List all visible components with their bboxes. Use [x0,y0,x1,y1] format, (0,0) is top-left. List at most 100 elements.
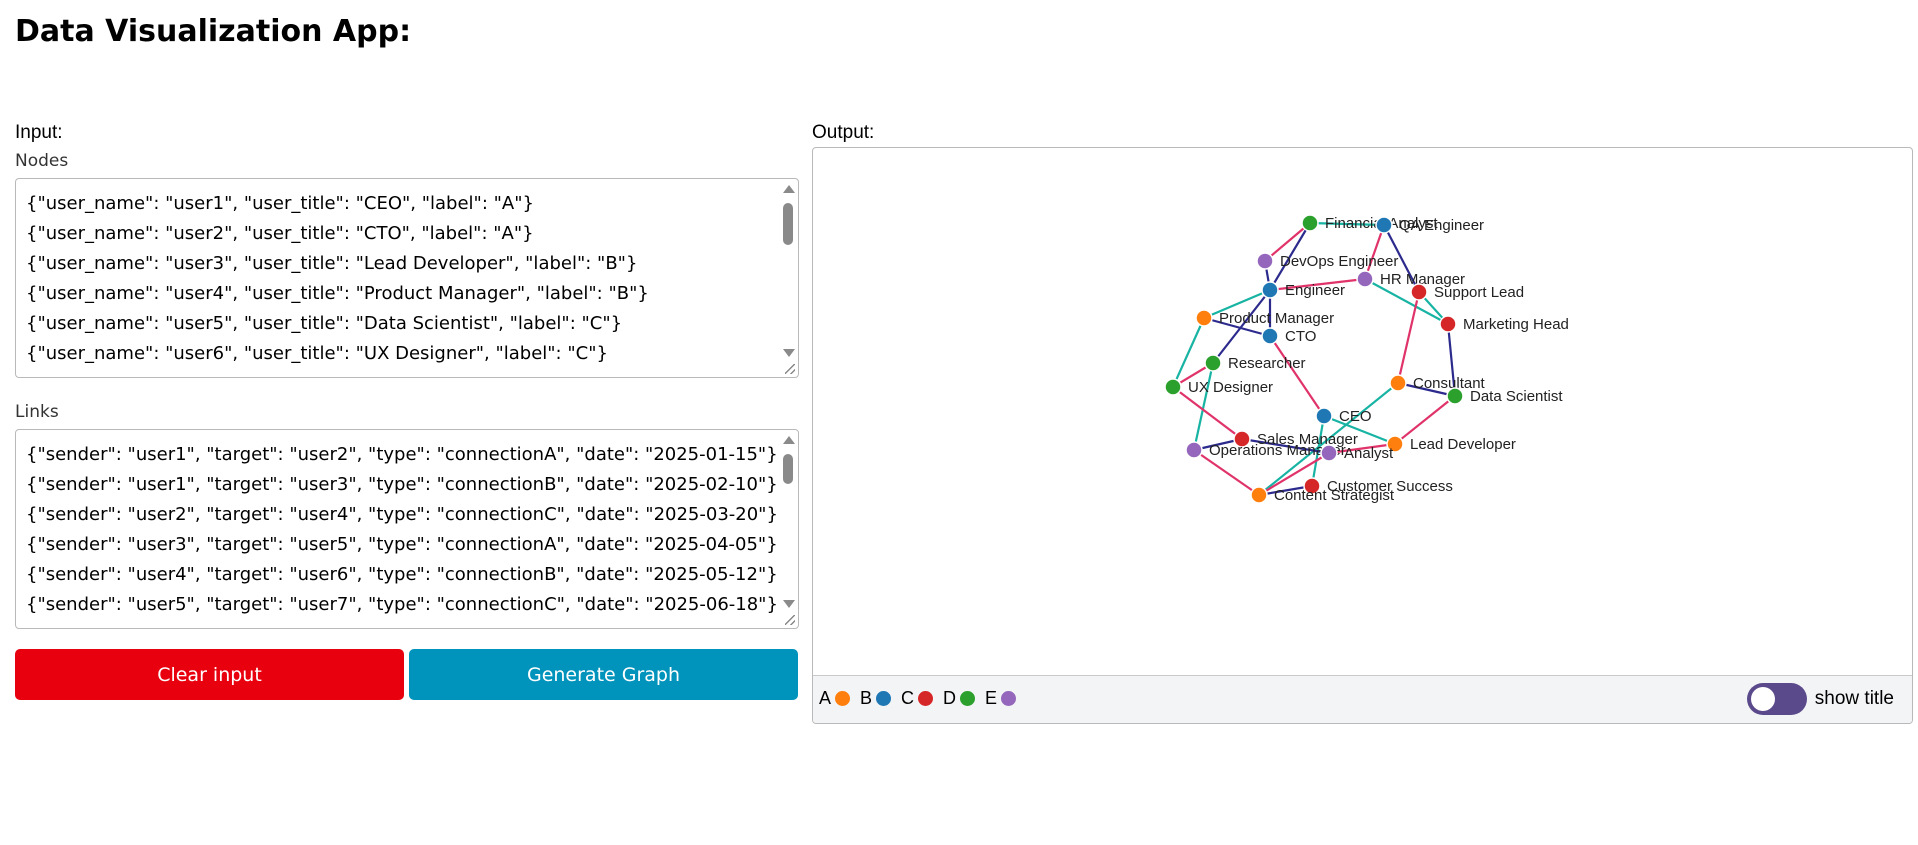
node-json-line: {"user_name": "user5", "user_title": "Da… [26,313,623,334]
graph-link [1172,386,1243,440]
graph-link [1446,323,1457,397]
links-textarea[interactable]: {"sender": "user1", "target": "user2", "… [15,429,799,629]
graph-node-circle[interactable] [1315,407,1333,425]
graph-node-label: Support Lead [1434,284,1524,301]
graph-node-circle[interactable] [1195,309,1213,327]
clear-input-button[interactable]: Clear input [15,649,404,700]
graph-node-label: Sales Manager [1257,431,1358,448]
graph-node-lead-developer[interactable]: Lead Developer [1386,435,1516,453]
show-title-toggle[interactable] [1746,683,1807,715]
nodes-textarea[interactable]: {"user_name": "user1", "user_title": "CE… [15,178,799,378]
nodes-textarea-content: {"user_name": "user1", "user_title": "CE… [26,189,774,369]
link-json-line: {"sender": "user3", "target": "user5", "… [26,534,778,555]
graph-node-circle[interactable] [1204,354,1222,372]
scroll-up-arrow-icon[interactable] [783,185,795,193]
graph-node-circle[interactable] [1261,281,1279,299]
legend-item-b: B [860,688,892,709]
graph-node-circle[interactable] [1301,214,1319,232]
node-json-line: {"user_name": "user4", "user_title": "Pr… [26,283,649,304]
graph-node-product-manager[interactable]: Product Manager [1195,309,1334,327]
graph-link [1258,382,1399,496]
graph-link [1323,414,1396,446]
graph-link [1309,221,1385,227]
scrollbar-thumb[interactable] [783,454,793,484]
graph-node-engineer[interactable]: Engineer [1261,281,1345,299]
graph-node-label: Data Scientist [1470,388,1563,405]
links-scrollbar[interactable] [780,432,796,626]
graph-node-circle[interactable] [1250,486,1268,504]
graph-node-circle[interactable] [1410,283,1428,301]
scroll-down-arrow-icon[interactable] [783,349,795,357]
graph-node-qa-engineer[interactable]: QA Engineer [1375,216,1484,234]
graph-node-circle[interactable] [1356,270,1374,288]
legend-label: C [901,688,915,708]
scrollbar-thumb[interactable] [783,203,793,245]
resize-grip-icon[interactable] [785,615,795,625]
nodes-scrollbar[interactable] [780,181,796,375]
graph-link [1258,484,1313,497]
graph-node-circle[interactable] [1233,430,1251,448]
legend-label: B [860,688,873,708]
graph-link [1212,289,1271,364]
graph-node-content-strategist[interactable]: Content Strategist [1250,486,1395,504]
graph-link [1264,222,1311,262]
graph-node-circle[interactable] [1261,327,1279,345]
scroll-up-arrow-icon[interactable] [783,436,795,444]
scroll-down-arrow-icon[interactable] [783,600,795,608]
legend-dot-icon [918,691,934,706]
node-json-line: {"user_name": "user3", "user_title": "Le… [26,253,638,274]
generate-graph-button[interactable]: Generate Graph [409,649,798,700]
resize-grip-icon[interactable] [785,364,795,374]
graph-node-circle[interactable] [1303,477,1321,495]
graph-node-ceo[interactable]: CEO [1315,407,1372,425]
graph-node-label: CTO [1285,328,1316,345]
legend-label: A [819,688,832,708]
graph-link [1394,395,1456,445]
graph-node-circle[interactable] [1439,315,1457,333]
graph-node-support-lead[interactable]: Support Lead [1410,283,1524,301]
links-textarea-content: {"sender": "user1", "target": "user2", "… [26,440,778,620]
legend-dot-icon [1001,691,1017,706]
graph-link [1269,222,1311,291]
legend-item-e: E [985,688,1017,709]
graph-node-circle[interactable] [1386,435,1404,453]
graph-node-operations-manager[interactable]: Operations Manager [1185,441,1346,459]
graph-link [1203,288,1271,320]
graph-node-devops-engineer[interactable]: DevOps Engineer [1256,252,1398,270]
legend-label: D [943,688,957,708]
graph-node-circle[interactable] [1256,252,1274,270]
graph-node-circle[interactable] [1375,216,1393,234]
show-title-toggle-wrap[interactable]: show title [1746,683,1894,715]
graph-node-sales-manager[interactable]: Sales Manager [1233,430,1358,448]
graph-node-consultant[interactable]: Consultant [1389,374,1486,392]
graph-node-circle[interactable] [1185,441,1203,459]
graph-link [1258,452,1330,496]
graph-node-circle[interactable] [1320,444,1338,462]
graph-link [1364,278,1449,325]
graph-node-circle[interactable] [1446,387,1464,405]
legend-item-d: D [943,688,976,709]
node-json-line: {"user_name": "user6", "user_title": "UX… [26,343,608,364]
graph-node-researcher[interactable]: Researcher [1204,354,1306,372]
app-title: Data Visualization App: [15,14,412,49]
graph-link [1192,362,1215,451]
graph-node-label: HR Manager [1380,271,1465,288]
graph-node-analyst[interactable]: Analyst [1320,444,1394,462]
graph-node-customer-success[interactable]: Customer Success [1303,477,1453,495]
graph-node-circle[interactable] [1164,378,1182,396]
graph-link [1397,381,1456,398]
graph-node-cto[interactable]: CTO [1261,327,1316,345]
graph-node-data-scientist[interactable]: Data Scientist [1446,387,1563,405]
graph-node-circle[interactable] [1389,374,1407,392]
graph-node-label: UX Designer [1188,379,1273,396]
graph-node-label: QA Engineer [1399,217,1484,234]
graph-node-label: Consultant [1413,375,1486,392]
graph-node-ux-designer[interactable]: UX Designer [1164,378,1273,396]
graph-node-hr-manager[interactable]: HR Manager [1356,270,1465,288]
legend-item-c: C [901,688,934,709]
links-label: Links [15,402,59,422]
legend-item-a: A [819,688,851,709]
graph-node-marketing-head[interactable]: Marketing Head [1439,315,1569,333]
graph-node-label: Operations Manager [1209,442,1346,459]
